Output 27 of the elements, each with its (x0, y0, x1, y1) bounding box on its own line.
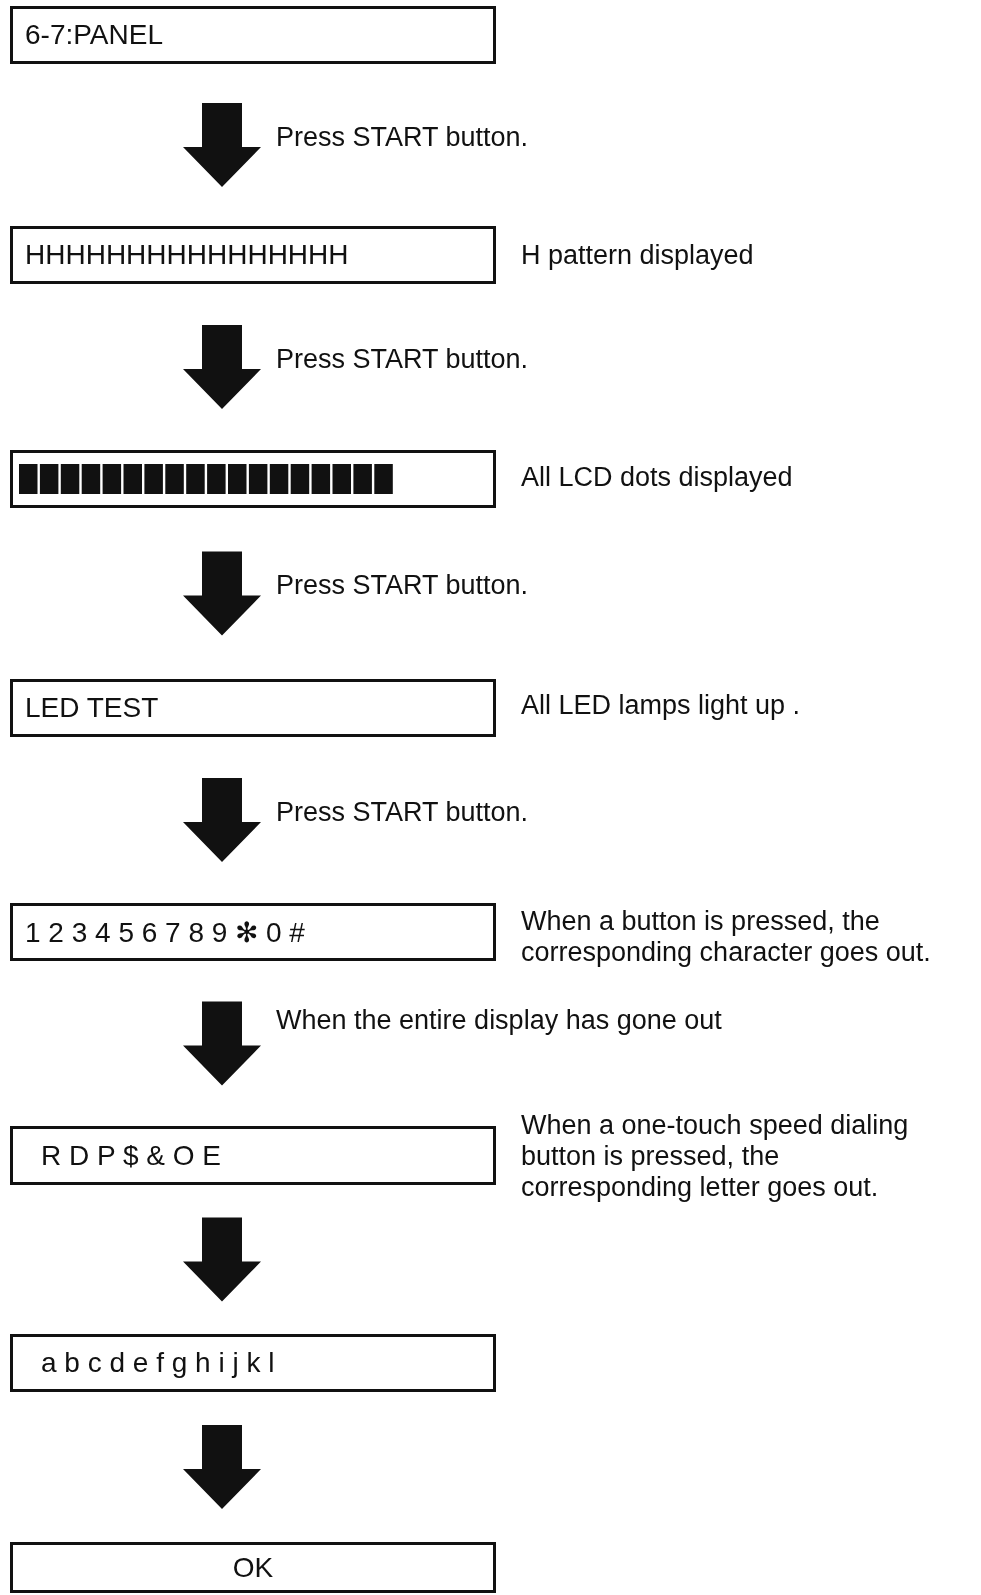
note-text: All LCD dots displayed (521, 462, 794, 493)
note-text: When a button is pressed, the corresponding character goes out. (521, 906, 932, 968)
note-text: H pattern displayed (521, 240, 755, 271)
display-box (10, 903, 496, 961)
down-arrow (183, 1001, 261, 1086)
display-box (10, 1334, 496, 1392)
display-box (10, 450, 496, 508)
display-text: 1 2 3 4 5 6 7 8 9 ✻ 0 # (25, 915, 305, 949)
display-text: LED TEST (25, 692, 159, 724)
down-arrow (183, 1425, 261, 1509)
down-arrow (183, 325, 261, 409)
display-text: a b c d e f g h i j k l (41, 1347, 275, 1379)
display-text: R D P $ & O E (41, 1139, 221, 1172)
display-box (10, 226, 496, 284)
note-text: When a one-touch speed dialing button is pressed, the corresponding letter goes out. (521, 1110, 910, 1203)
display-box (10, 1542, 496, 1593)
down-arrow (183, 1217, 261, 1302)
display-text: OK (232, 1551, 274, 1584)
down-arrow (183, 103, 261, 187)
down-arrow (183, 778, 261, 862)
note-text: All LED lamps light up . (521, 690, 802, 721)
display-box (10, 6, 496, 64)
display-box (10, 1126, 496, 1185)
display-text: 6-7:PANEL (25, 19, 163, 51)
down-arrow (183, 551, 261, 636)
display-box (10, 679, 496, 737)
display-text: HHHHHHHHHHHHHHHH (25, 239, 349, 271)
